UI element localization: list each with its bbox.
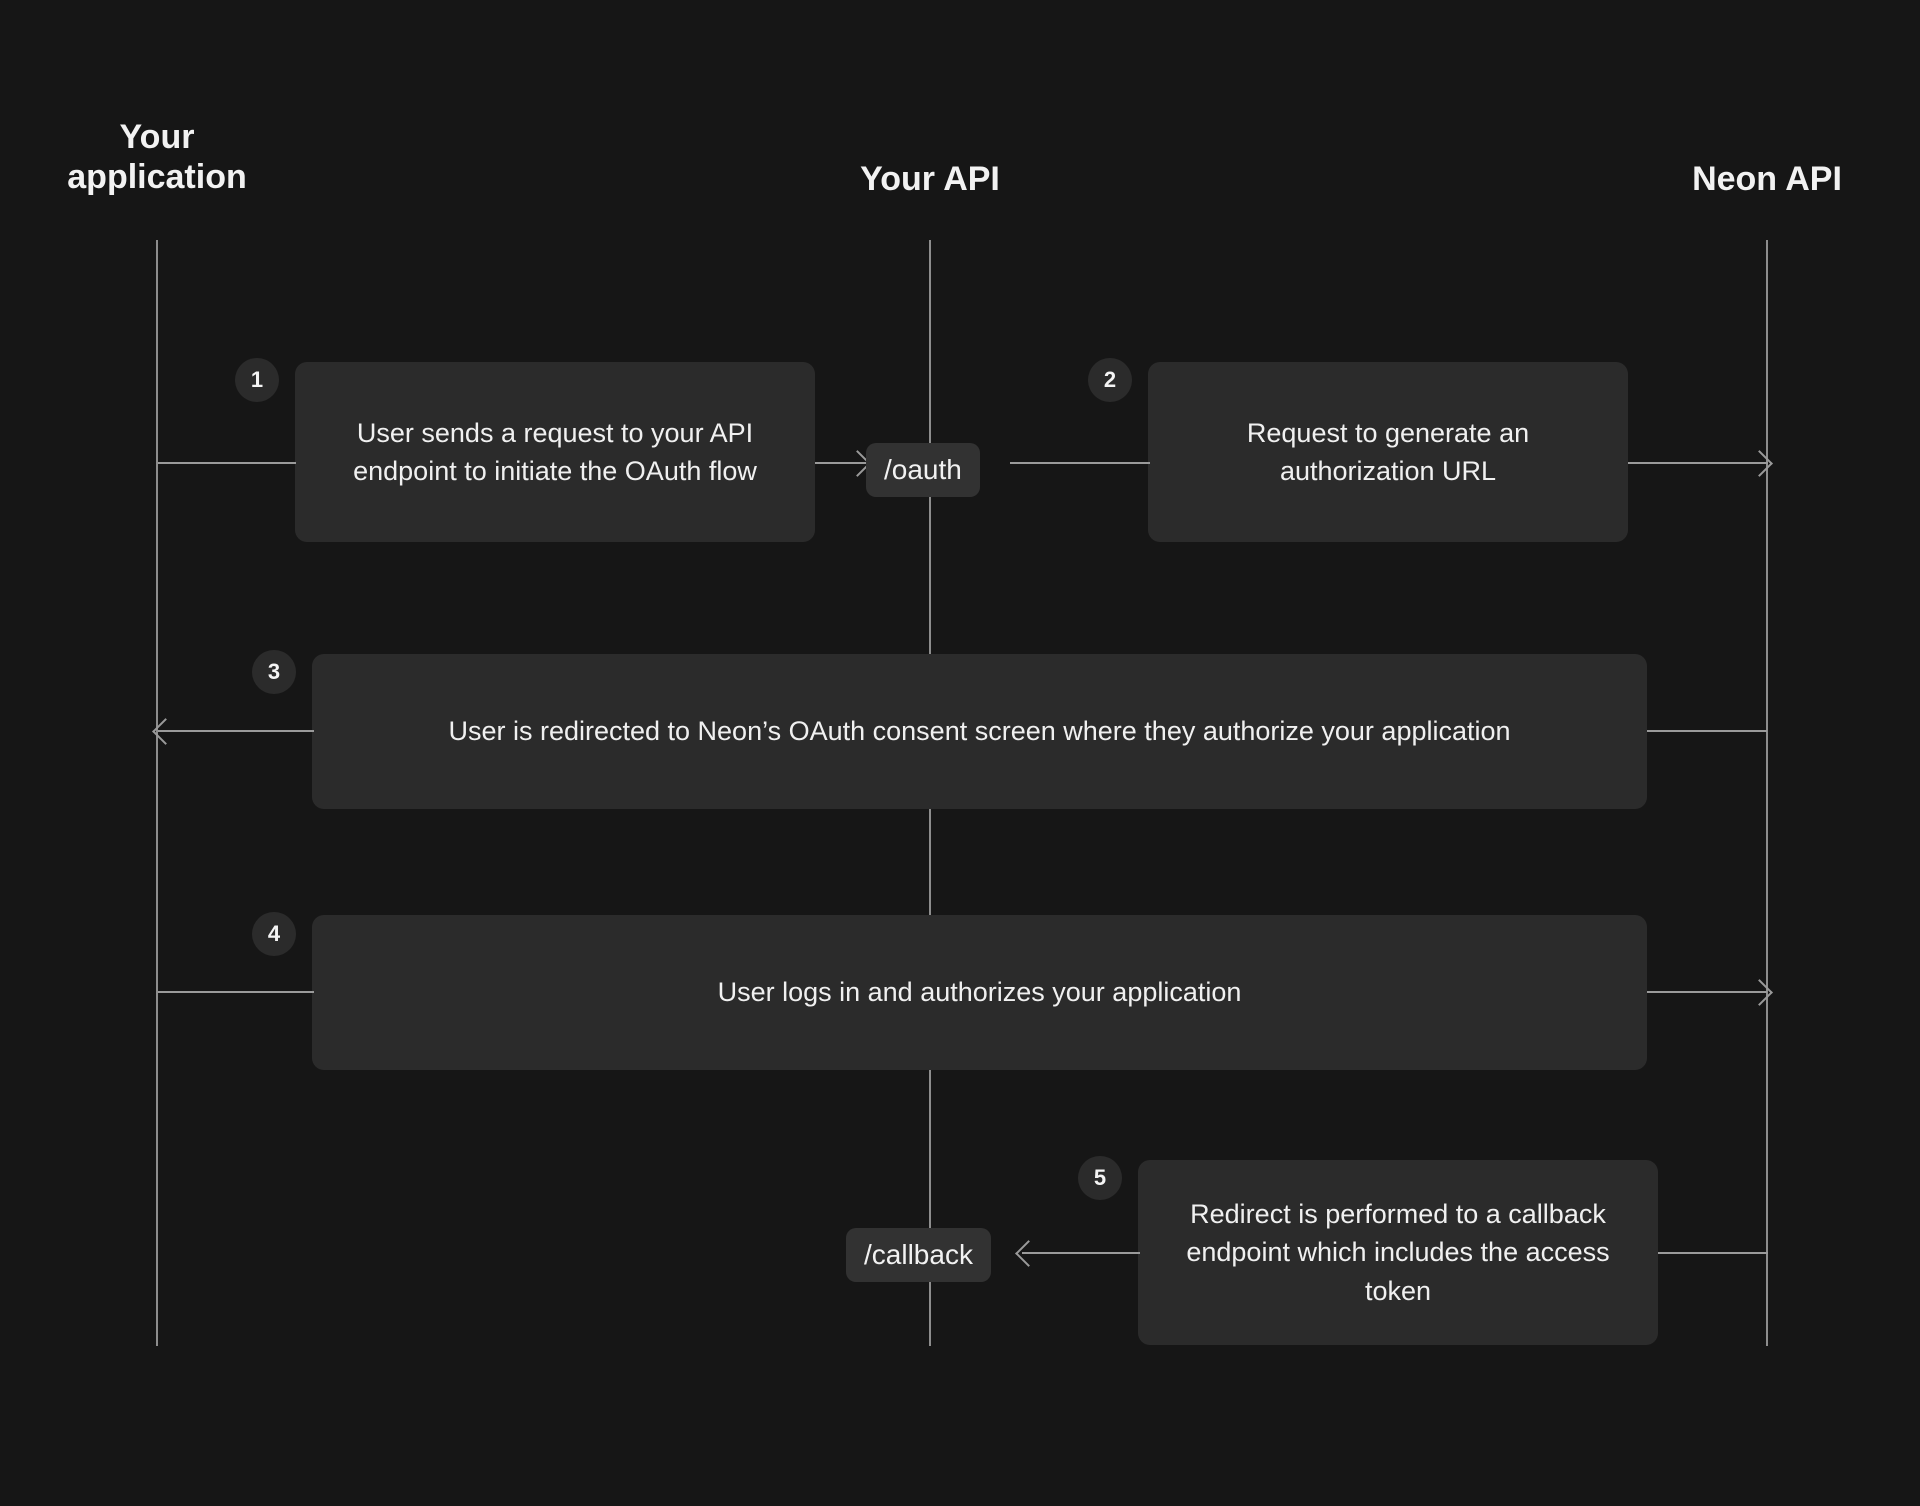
step-badge-3: 3 xyxy=(252,650,296,694)
arrowhead-right-icon-step4 xyxy=(1746,979,1773,1006)
step-badge-5: 5 xyxy=(1078,1156,1122,1200)
connector-step3-to-app xyxy=(158,730,314,732)
connector-step4-from-app xyxy=(158,991,314,993)
connector-step5-from-neon xyxy=(1658,1252,1768,1254)
lane-header-your-api: Your API xyxy=(860,160,1000,198)
connector-step5-to-callback xyxy=(1022,1252,1140,1254)
connector-step1-from-app xyxy=(158,462,296,464)
message-box-step-4: User logs in and authorizes your applica… xyxy=(312,915,1647,1070)
lane-header-your-application: Your application xyxy=(67,118,247,196)
endpoint-pill-oauth: /oauth xyxy=(866,443,980,497)
step-badge-1: 1 xyxy=(235,358,279,402)
arrowhead-left-icon-step5 xyxy=(1015,1240,1042,1267)
connector-step2-to-neon xyxy=(1628,462,1768,464)
lifeline-your-application xyxy=(156,240,158,1346)
step-badge-4: 4 xyxy=(252,912,296,956)
message-box-step-3: User is redirected to Neon’s OAuth conse… xyxy=(312,654,1647,809)
lifeline-neon-api xyxy=(1766,240,1768,1346)
message-box-step-2: Request to generate an authorization URL xyxy=(1148,362,1628,542)
connector-step4-to-neon xyxy=(1647,991,1767,993)
step-badge-2: 2 xyxy=(1088,358,1132,402)
endpoint-pill-callback: /callback xyxy=(846,1228,991,1282)
connector-step1-to-oauth xyxy=(815,462,867,464)
message-text-step-5: Redirect is performed to a callback endp… xyxy=(1186,1199,1610,1306)
message-text-step-4: User logs in and authorizes your applica… xyxy=(717,977,1242,1008)
message-text-step-2: Request to generate an authorization URL xyxy=(1246,417,1530,486)
message-box-step-5: Redirect is performed to a callback endp… xyxy=(1138,1160,1658,1345)
lane-header-neon-api: Neon API xyxy=(1692,160,1842,198)
message-text-step-3: User is redirected to Neon’s OAuth conse… xyxy=(448,716,1511,747)
connector-oauth-to-step2 xyxy=(1010,462,1150,464)
message-text-step-1: User sends a request to your API endpoin… xyxy=(353,417,757,486)
arrowhead-right-icon-step2 xyxy=(1746,450,1773,477)
message-box-step-1: User sends a request to your API endpoin… xyxy=(295,362,815,542)
connector-step3-from-neon xyxy=(1647,730,1767,732)
